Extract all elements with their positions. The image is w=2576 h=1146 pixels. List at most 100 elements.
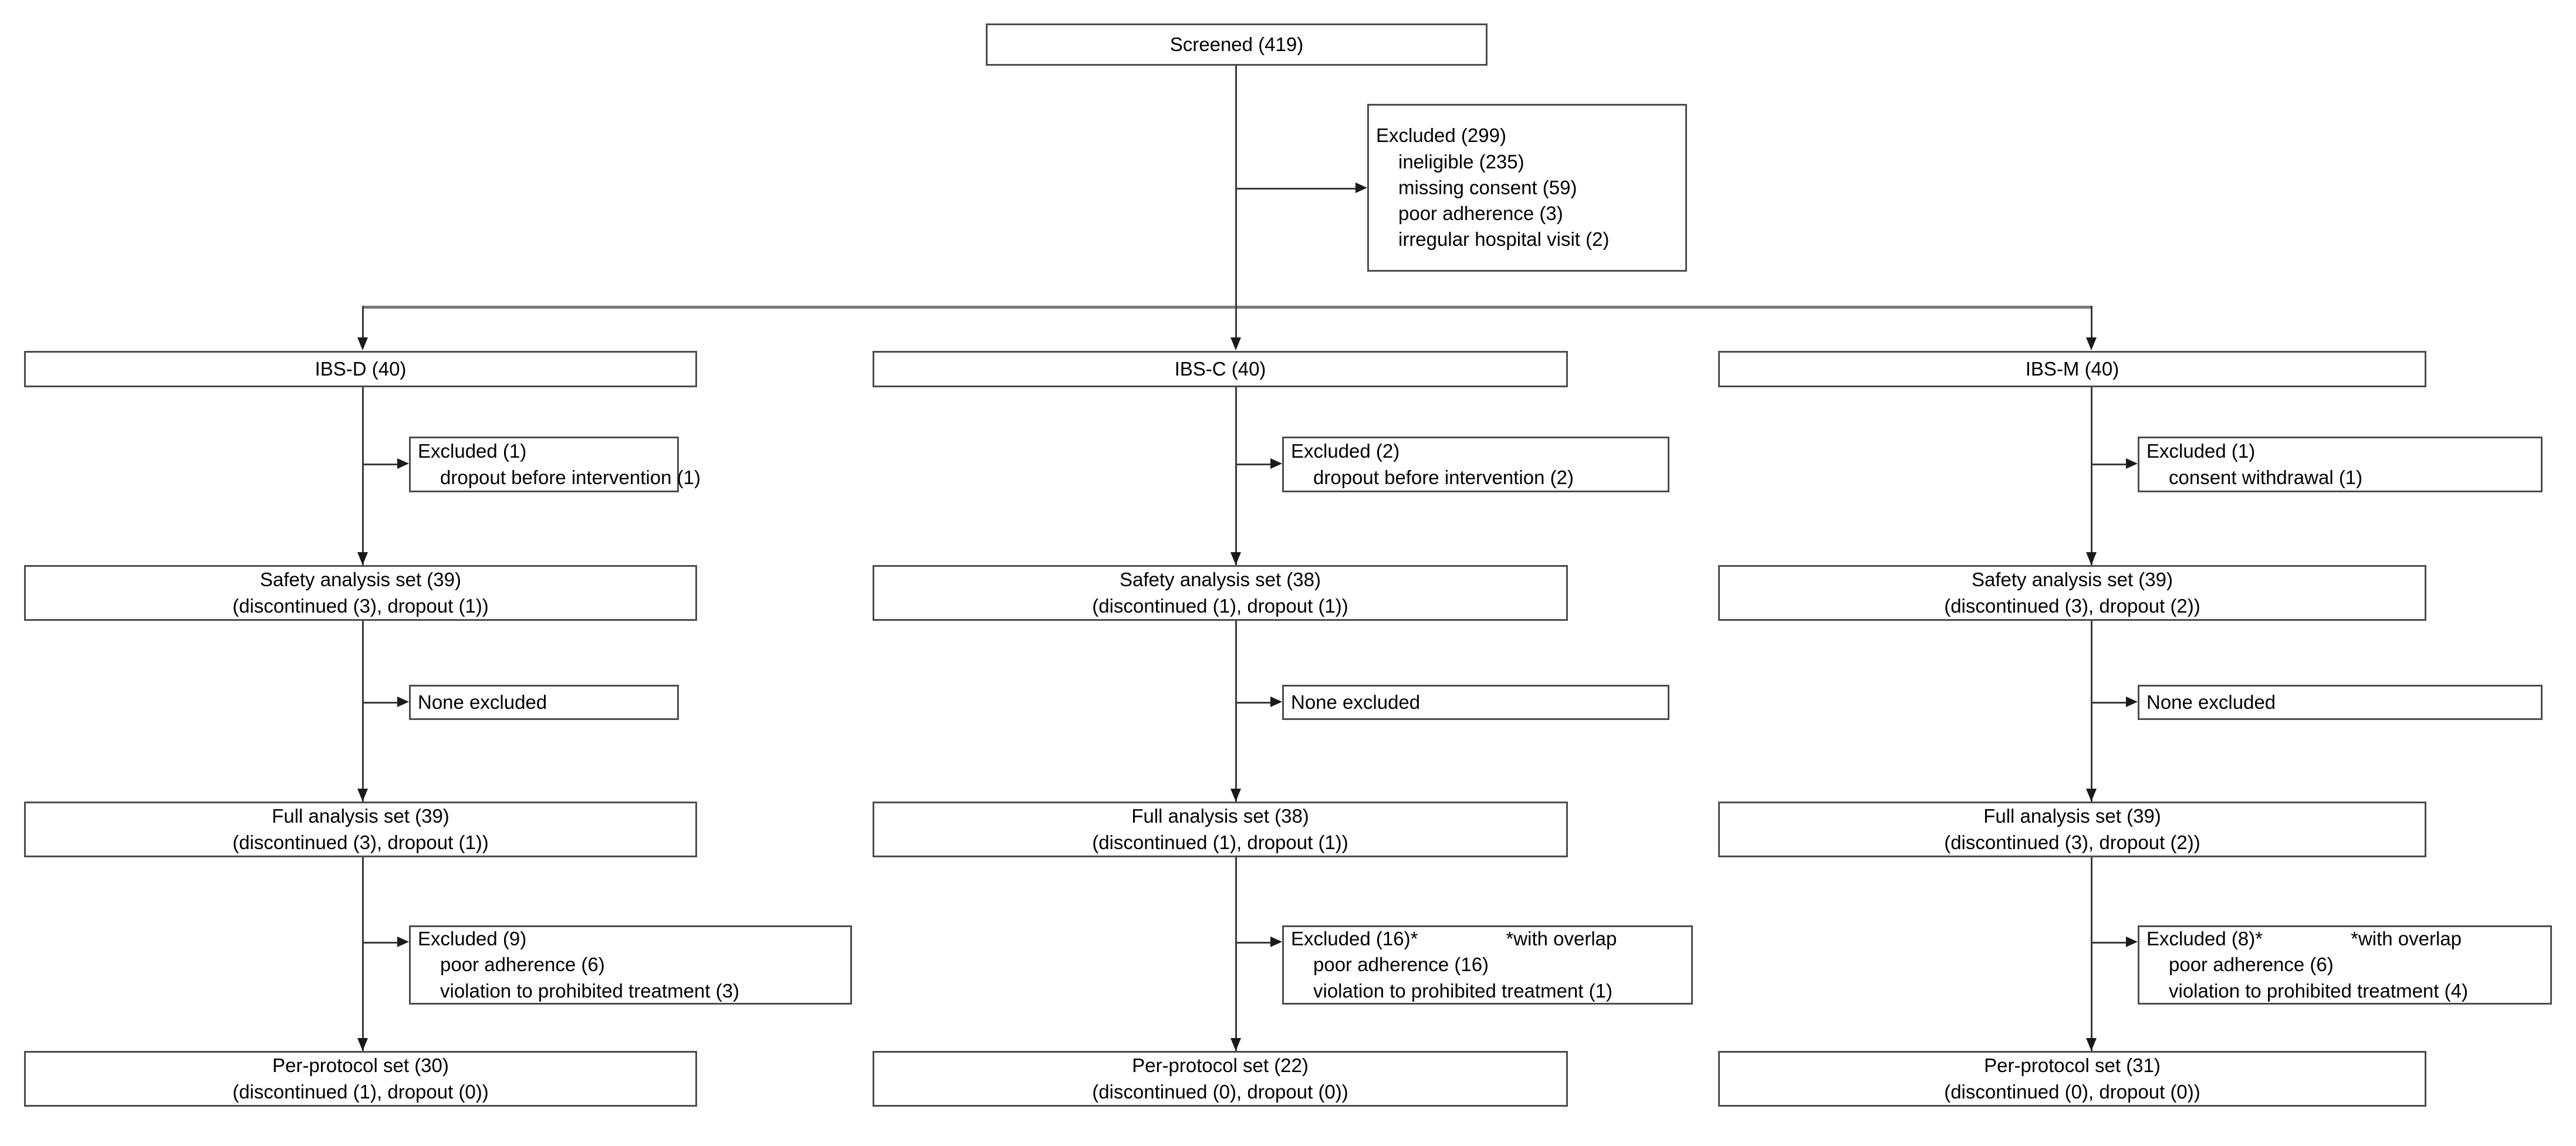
excluded-pre-box-ibs-d: Excluded (1) dropout before intervention… bbox=[409, 437, 701, 492]
spine-arrow-ibs-c-1 bbox=[1230, 552, 1241, 565]
screened-to-excluded-arrow bbox=[1355, 182, 1367, 193]
excl-pre-arrow-ibs-c bbox=[1270, 458, 1282, 469]
perprotocol-box-ibs-d: Per-protocol set (30) (discontinued (1),… bbox=[24, 1051, 697, 1107]
excluded-pre-reason-ibs-c: dropout before intervention (2) bbox=[1313, 466, 1574, 488]
screened-excluded-reason-0: ineligible (235) bbox=[1398, 150, 1524, 173]
screened-excluded-reason-1: missing consent (59) bbox=[1398, 176, 1577, 198]
excluded-pre-reason-ibs-m: consent withdrawal (1) bbox=[2169, 466, 2363, 488]
excluded-pp-reason-1-ibs-d: violation to prohibited treatment (3) bbox=[440, 979, 739, 1002]
screened-excluded-box: Excluded (299) ineligible (235) missing … bbox=[1367, 104, 1687, 272]
excluded-pre-header-ibs-c: Excluded (2) bbox=[1291, 440, 1400, 462]
excluded-pp-box-ibs-m: Excluded (8)* *with overlap poor adheren… bbox=[2138, 925, 2552, 1005]
excluded-pp-box-ibs-d: Excluded (9) poor adherence (6) violatio… bbox=[409, 925, 852, 1005]
excluded-pp-reason-1-ibs-m: violation to prohibited treatment (4) bbox=[2169, 979, 2468, 1002]
allocation-branch-bar bbox=[362, 306, 2092, 309]
full-box-ibs-c: Full analysis set (38) (discontinued (1)… bbox=[873, 802, 1568, 857]
spine-arrow-ibs-d-3 bbox=[357, 1038, 368, 1051]
full-line1-ibs-m: Full analysis set (39) bbox=[1983, 805, 2161, 827]
perprotocol-line2-ibs-d: (discontinued (1), dropout (0)) bbox=[232, 1080, 489, 1103]
full-line1-ibs-c: Full analysis set (38) bbox=[1131, 805, 1309, 827]
excl-pp-arrow-ibs-c bbox=[1270, 937, 1282, 947]
screened-label: Screened (419) bbox=[1169, 33, 1304, 55]
none-excluded-link-ibs-m bbox=[2091, 702, 2128, 704]
none-excluded-box-ibs-c: None excluded bbox=[1282, 685, 1669, 720]
full-line2-ibs-d: (discontinued (3), dropout (1)) bbox=[232, 831, 489, 853]
spine-arrow-ibs-m-3 bbox=[2086, 1038, 2097, 1051]
none-excluded-label-ibs-d: None excluded bbox=[418, 691, 547, 713]
spine-ibs-c-3 bbox=[1235, 857, 1237, 1051]
perprotocol-line1-ibs-m: Per-protocol set (31) bbox=[1984, 1054, 2161, 1077]
excluded-pre-header-ibs-d: Excluded (1) bbox=[418, 440, 527, 462]
excluded-pp-header-ibs-d: Excluded (9) bbox=[418, 928, 527, 950]
branch-leg-ibs-d bbox=[362, 306, 364, 339]
screened-trunk-line bbox=[1235, 66, 1237, 307]
full-line1-ibs-d: Full analysis set (39) bbox=[272, 805, 449, 827]
safety-box-ibs-m: Safety analysis set (39) (discontinued (… bbox=[1718, 565, 2426, 621]
group-box-ibs-m: IBS-M (40) bbox=[1718, 351, 2426, 387]
spine-ibs-c-2 bbox=[1235, 621, 1237, 802]
none-excluded-label-ibs-m: None excluded bbox=[2146, 691, 2276, 713]
excluded-pre-box-ibs-m: Excluded (1) consent withdrawal (1) bbox=[2138, 437, 2543, 492]
excluded-pre-box-ibs-c: Excluded (2) dropout before intervention… bbox=[1282, 437, 1669, 492]
excl-pp-link-ibs-d bbox=[362, 942, 400, 944]
perprotocol-box-ibs-c: Per-protocol set (22) (discontinued (0),… bbox=[873, 1051, 1568, 1107]
excluded-pre-header-ibs-m: Excluded (1) bbox=[2146, 440, 2256, 462]
spine-ibs-c-1 bbox=[1235, 387, 1237, 565]
excluded-pp-header-ibs-m: Excluded (8)* bbox=[2146, 928, 2263, 950]
excl-pp-link-ibs-c bbox=[1235, 942, 1273, 944]
excl-pp-arrow-ibs-m bbox=[2126, 937, 2138, 947]
perprotocol-line1-ibs-d: Per-protocol set (30) bbox=[272, 1054, 449, 1077]
branch-arrow-ibs-m bbox=[2086, 337, 2097, 350]
screened-to-excluded-line bbox=[1235, 188, 1358, 190]
excluded-pp-note-ibs-m: *with overlap bbox=[2351, 928, 2462, 950]
spine-ibs-m-1 bbox=[2091, 387, 2092, 565]
spine-ibs-d-2 bbox=[362, 621, 364, 802]
screened-box: Screened (419) bbox=[986, 23, 1488, 66]
excl-pre-link-ibs-d bbox=[362, 464, 400, 465]
excl-pre-link-ibs-m bbox=[2091, 464, 2128, 465]
safety-line2-ibs-d: (discontinued (3), dropout (1)) bbox=[232, 594, 489, 617]
excluded-pp-reason-0-ibs-d: poor adherence (6) bbox=[440, 954, 605, 976]
excluded-pre-reason-ibs-d: dropout before intervention (1) bbox=[440, 466, 701, 488]
perprotocol-box-ibs-m: Per-protocol set (31) (discontinued (0),… bbox=[1718, 1051, 2426, 1107]
excluded-pp-note-ibs-c: *with overlap bbox=[1506, 928, 1617, 950]
group-label-ibs-c: IBS-C (40) bbox=[1174, 357, 1266, 380]
excl-pre-arrow-ibs-m bbox=[2126, 458, 2138, 469]
none-excluded-label-ibs-c: None excluded bbox=[1291, 691, 1421, 713]
excluded-pp-box-ibs-c: Excluded (16)* *with overlap poor adhere… bbox=[1282, 925, 1693, 1005]
excluded-pp-reason-1-ibs-c: violation to prohibited treatment (1) bbox=[1313, 979, 1612, 1002]
safety-line2-ibs-m: (discontinued (3), dropout (2)) bbox=[1944, 594, 2200, 617]
safety-line1-ibs-c: Safety analysis set (38) bbox=[1120, 569, 1321, 591]
spine-arrow-ibs-m-2 bbox=[2086, 789, 2097, 802]
excl-pp-arrow-ibs-d bbox=[397, 937, 409, 947]
spine-arrow-ibs-c-3 bbox=[1230, 1038, 1241, 1051]
none-excluded-arrow-ibs-d bbox=[397, 697, 409, 707]
branch-arrow-ibs-d bbox=[357, 337, 368, 350]
safety-box-ibs-d: Safety analysis set (39) (discontinued (… bbox=[24, 565, 697, 621]
spine-ibs-d-1 bbox=[362, 387, 364, 565]
full-line2-ibs-m: (discontinued (3), dropout (2)) bbox=[1944, 831, 2200, 853]
safety-box-ibs-c: Safety analysis set (38) (discontinued (… bbox=[873, 565, 1568, 621]
excl-pp-link-ibs-m bbox=[2091, 942, 2128, 944]
full-box-ibs-m: Full analysis set (39) (discontinued (3)… bbox=[1718, 802, 2426, 857]
safety-line2-ibs-c: (discontinued (1), dropout (1)) bbox=[1092, 594, 1348, 617]
perprotocol-line2-ibs-m: (discontinued (0), dropout (0)) bbox=[1944, 1080, 2200, 1103]
none-excluded-box-ibs-d: None excluded bbox=[409, 685, 679, 720]
branch-leg-ibs-c bbox=[1235, 306, 1237, 339]
branch-leg-ibs-m bbox=[2091, 306, 2092, 339]
none-excluded-link-ibs-c bbox=[1235, 702, 1273, 704]
spine-arrow-ibs-d-1 bbox=[357, 552, 368, 565]
full-line2-ibs-c: (discontinued (1), dropout (1)) bbox=[1092, 831, 1348, 853]
branch-arrow-ibs-c bbox=[1230, 337, 1241, 350]
excluded-pp-reason-0-ibs-m: poor adherence (6) bbox=[2169, 954, 2334, 976]
spine-ibs-d-3 bbox=[362, 857, 364, 1051]
excl-pre-arrow-ibs-d bbox=[397, 458, 409, 469]
full-box-ibs-d: Full analysis set (39) (discontinued (3)… bbox=[24, 802, 697, 857]
group-box-ibs-c: IBS-C (40) bbox=[873, 351, 1568, 387]
safety-line1-ibs-m: Safety analysis set (39) bbox=[1972, 569, 2173, 591]
screened-excluded-header: Excluded (299) bbox=[1376, 124, 1506, 147]
spine-arrow-ibs-d-2 bbox=[357, 789, 368, 802]
group-label-ibs-m: IBS-M (40) bbox=[2025, 357, 2119, 380]
screened-excluded-reason-3: irregular hospital visit (2) bbox=[1398, 228, 1610, 251]
group-label-ibs-d: IBS-D (40) bbox=[315, 357, 407, 380]
